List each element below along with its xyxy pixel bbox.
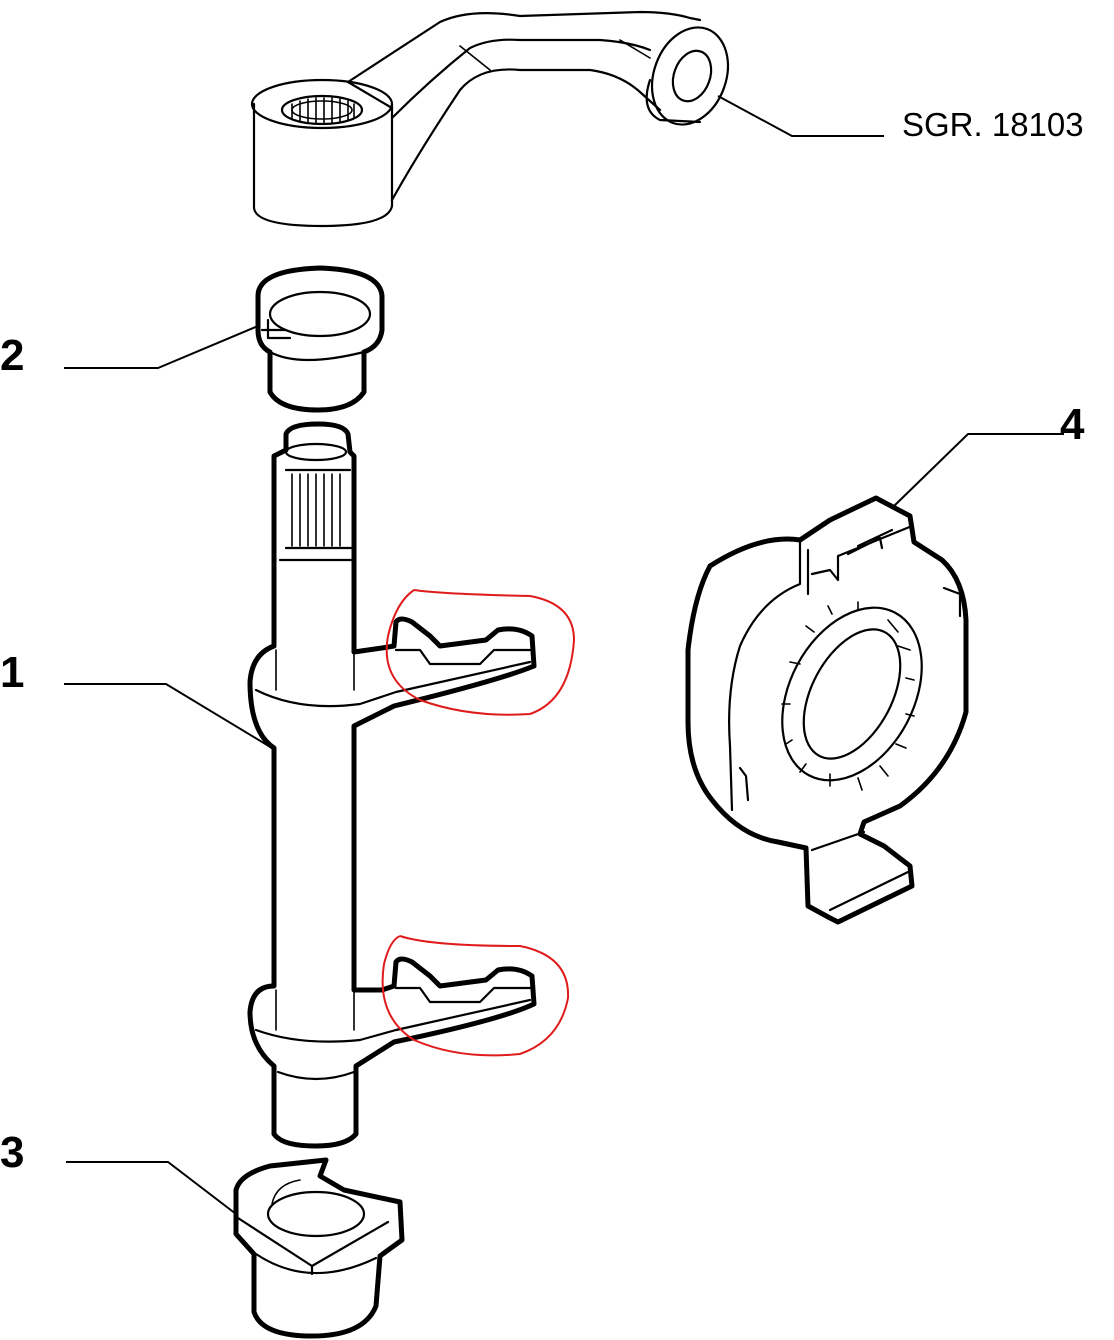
- callout-number-4: 4: [1060, 400, 1085, 449]
- callout-number-1: 1: [0, 648, 25, 697]
- part-3-bushing: [233, 1157, 405, 1339]
- part-1-shift-shaft: [247, 421, 537, 1149]
- highlight-mark-lower-fork: [381, 935, 570, 1057]
- lever-arm: [250, 10, 730, 228]
- callout-number-2: 2: [0, 331, 25, 380]
- leader-1: [64, 683, 273, 749]
- leader-4: [893, 433, 1064, 507]
- callout-number-3: 3: [0, 1128, 25, 1177]
- reference-label: SGR. 18103: [902, 106, 1084, 143]
- leader-3: [66, 1161, 237, 1215]
- highlight-mark-upper-fork: [385, 589, 576, 716]
- part-4-release-bearing: [685, 495, 969, 925]
- ref-leader-line: [717, 95, 884, 137]
- leader-2: [64, 325, 259, 369]
- part-2-bushing: [255, 265, 385, 413]
